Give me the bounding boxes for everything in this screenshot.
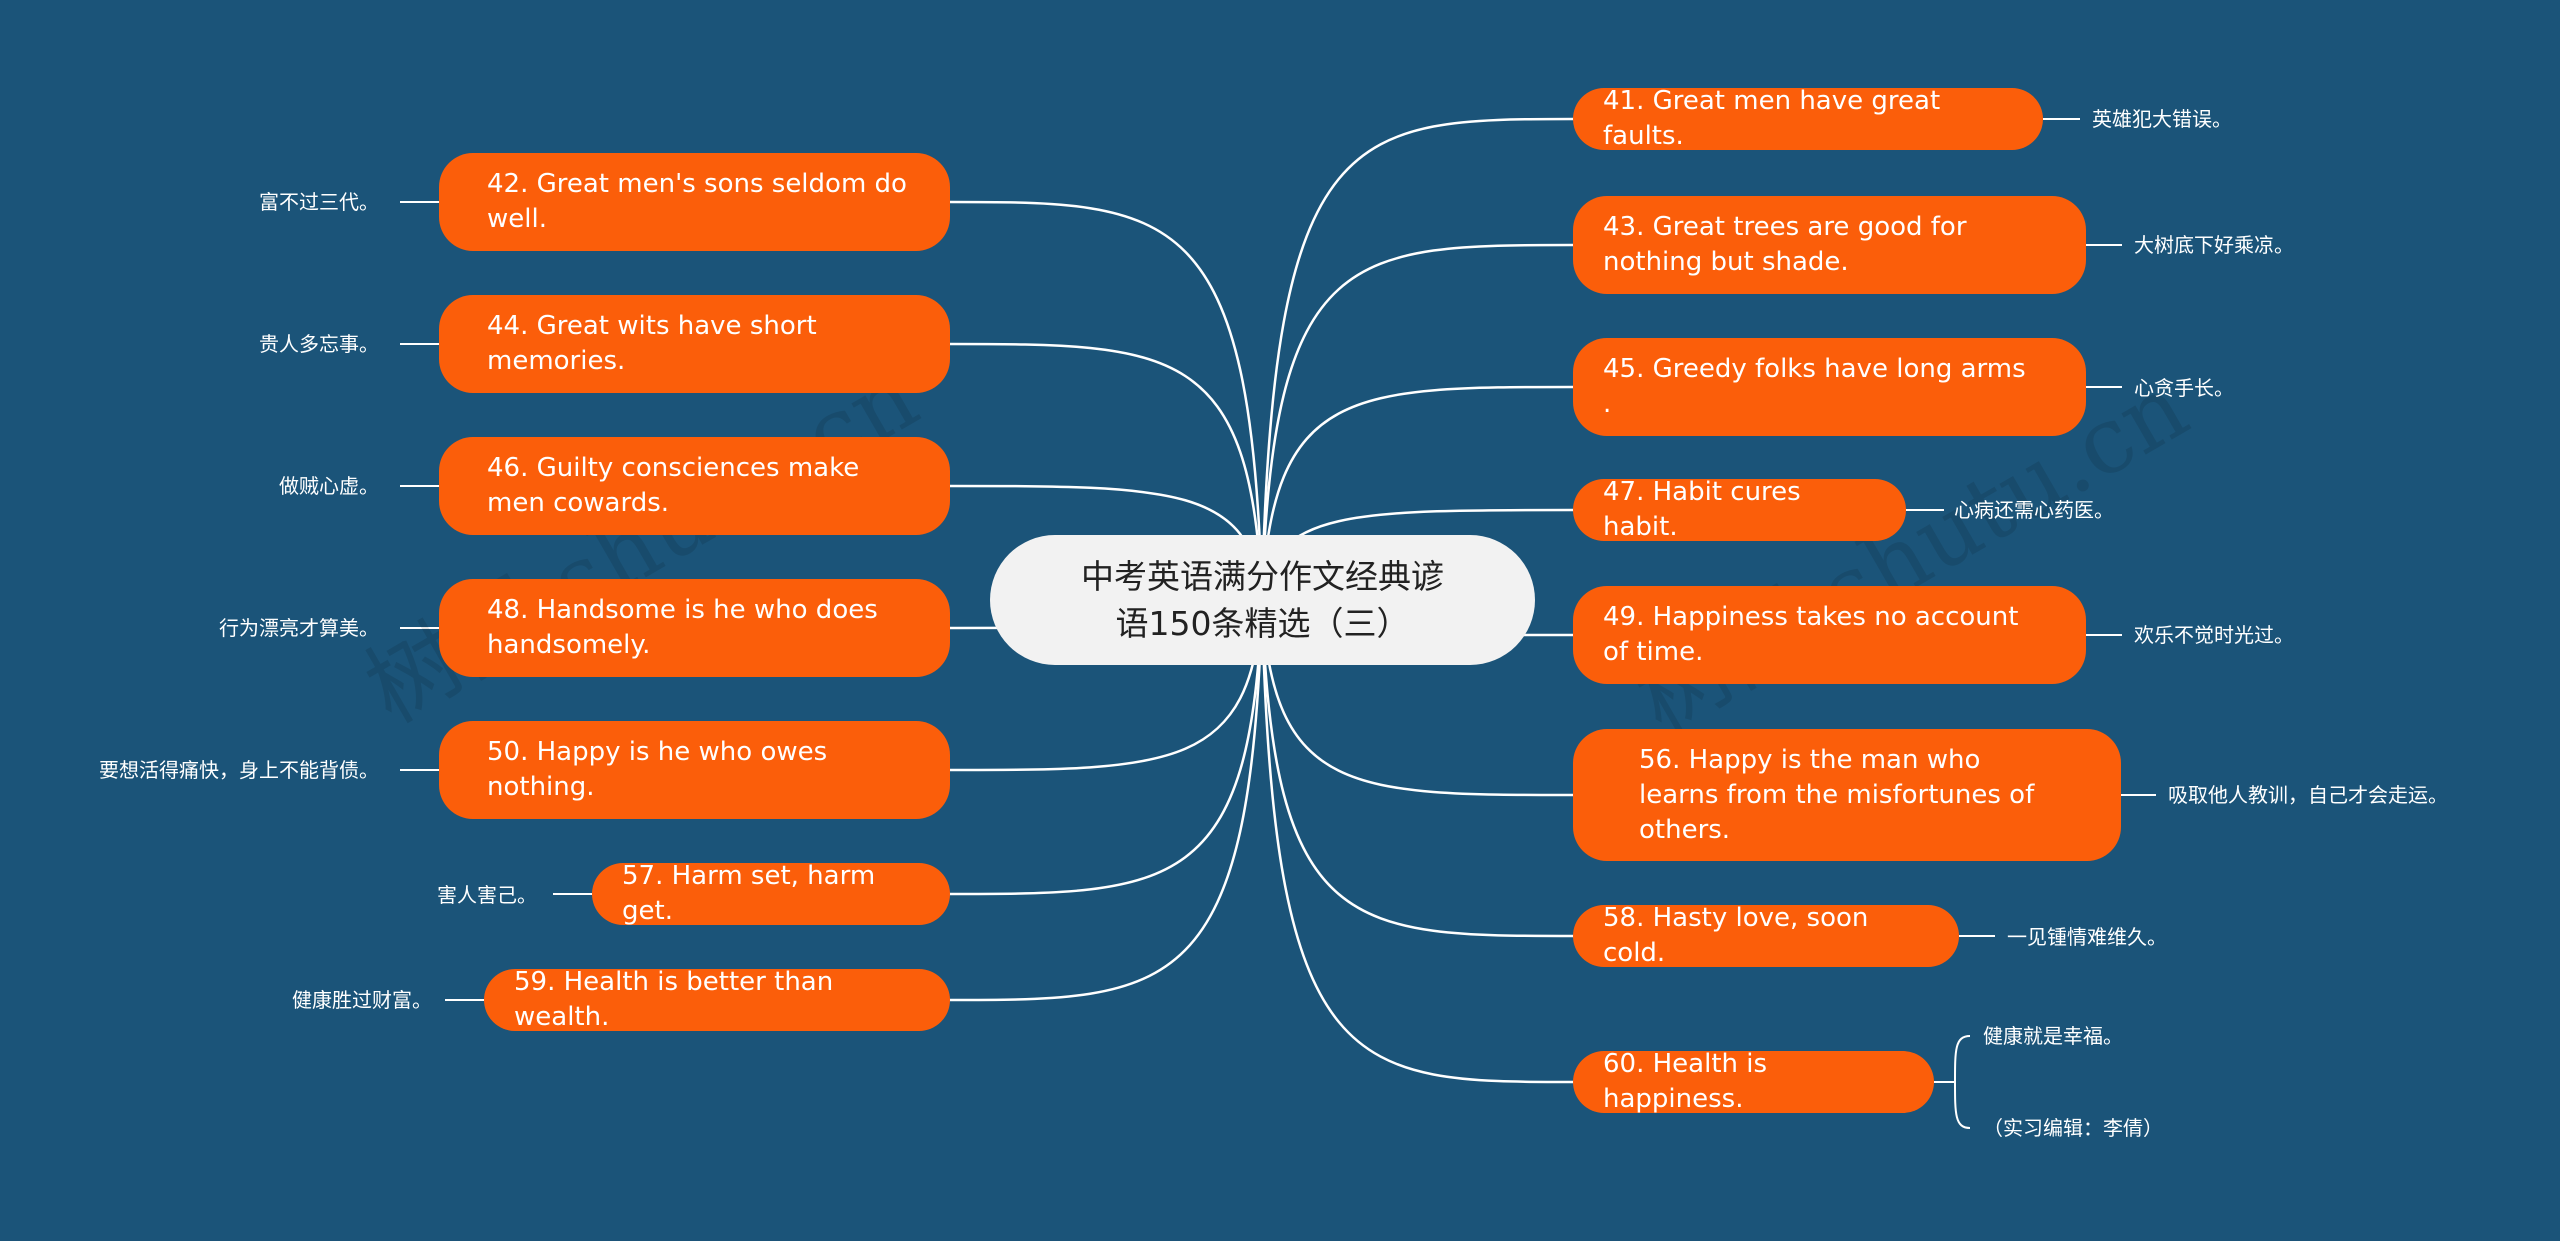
note-42: 富不过三代。 [259, 190, 379, 214]
node-59[interactable]: 59. Health is better than wealth. [484, 967, 950, 1032]
node-50[interactable]: 50. Happy is he who owes nothing. [439, 721, 950, 819]
note-48: 行为漂亮才算美。 [219, 616, 379, 640]
node-60[interactable]: 60. Health is happiness. [1573, 1049, 1934, 1114]
connector-right-45 [1260, 385, 1576, 601]
node-57[interactable]: 57. Harm set, harm get. [592, 861, 950, 926]
node-56[interactable]: 56. Happy is the man who learns from the… [1573, 729, 2121, 861]
connector-left-57 [947, 599, 1264, 896]
node-44[interactable]: 44. Great wits have short memories. [439, 295, 950, 393]
node-58[interactable]: 58. Hasty love, soon cold. [1573, 903, 1959, 968]
root-topic[interactable]: 中考英语满分作文经典谚 语150条精选（三） [990, 535, 1535, 665]
connector-right-43 [1260, 243, 1576, 601]
connector-right-56 [1260, 599, 1576, 797]
connector-left-42 [947, 200, 1264, 601]
note-60: 健康就是幸福。 [1983, 1024, 2123, 1048]
note-50: 要想活得痛快，身上不能背债。 [99, 758, 379, 782]
note-49: 欢乐不觉时光过。 [2134, 623, 2294, 647]
note-44: 贵人多忘事。 [259, 332, 379, 356]
node-45[interactable]: 45. Greedy folks have long arms . [1573, 338, 2086, 436]
node-41[interactable]: 41. Great men have great faults. [1573, 86, 2043, 151]
connector-left-59 [947, 599, 1264, 1002]
note-41: 英雄犯大错误。 [2092, 107, 2232, 131]
note-56: 吸取他人教训，自己才会走运。 [2168, 783, 2448, 807]
node-48[interactable]: 48. Handsome is he who does handsomely. [439, 579, 950, 677]
note-59: 健康胜过财富。 [292, 988, 432, 1012]
node-42[interactable]: 42. Great men's sons seldom do well. [439, 153, 950, 251]
note-45: 心贪手长。 [2134, 376, 2234, 400]
note-46: 做贼心虚。 [279, 474, 379, 498]
connector-right-60 [1260, 599, 1576, 1084]
connector-right-41 [1260, 117, 1576, 601]
note-47: 心病还需心药医。 [1954, 498, 2114, 522]
connector-left-44 [947, 342, 1264, 601]
note-58: 一见锺情难维久。 [2007, 925, 2167, 949]
connector-right-58 [1260, 599, 1576, 938]
note-57: 害人害己。 [437, 883, 537, 907]
note-60-editor: （实习编辑：李倩） [1983, 1116, 2163, 1140]
node-43[interactable]: 43. Great trees are good for nothing but… [1573, 196, 2086, 294]
note-43: 大树底下好乘凉。 [2134, 233, 2294, 257]
node-47[interactable]: 47. Habit cures habit. [1573, 477, 1906, 542]
node-49[interactable]: 49. Happiness takes no account of time. [1573, 586, 2086, 684]
node-46[interactable]: 46. Guilty consciences make men cowards. [439, 437, 950, 535]
note-bracket-60 [1954, 1035, 1971, 1129]
